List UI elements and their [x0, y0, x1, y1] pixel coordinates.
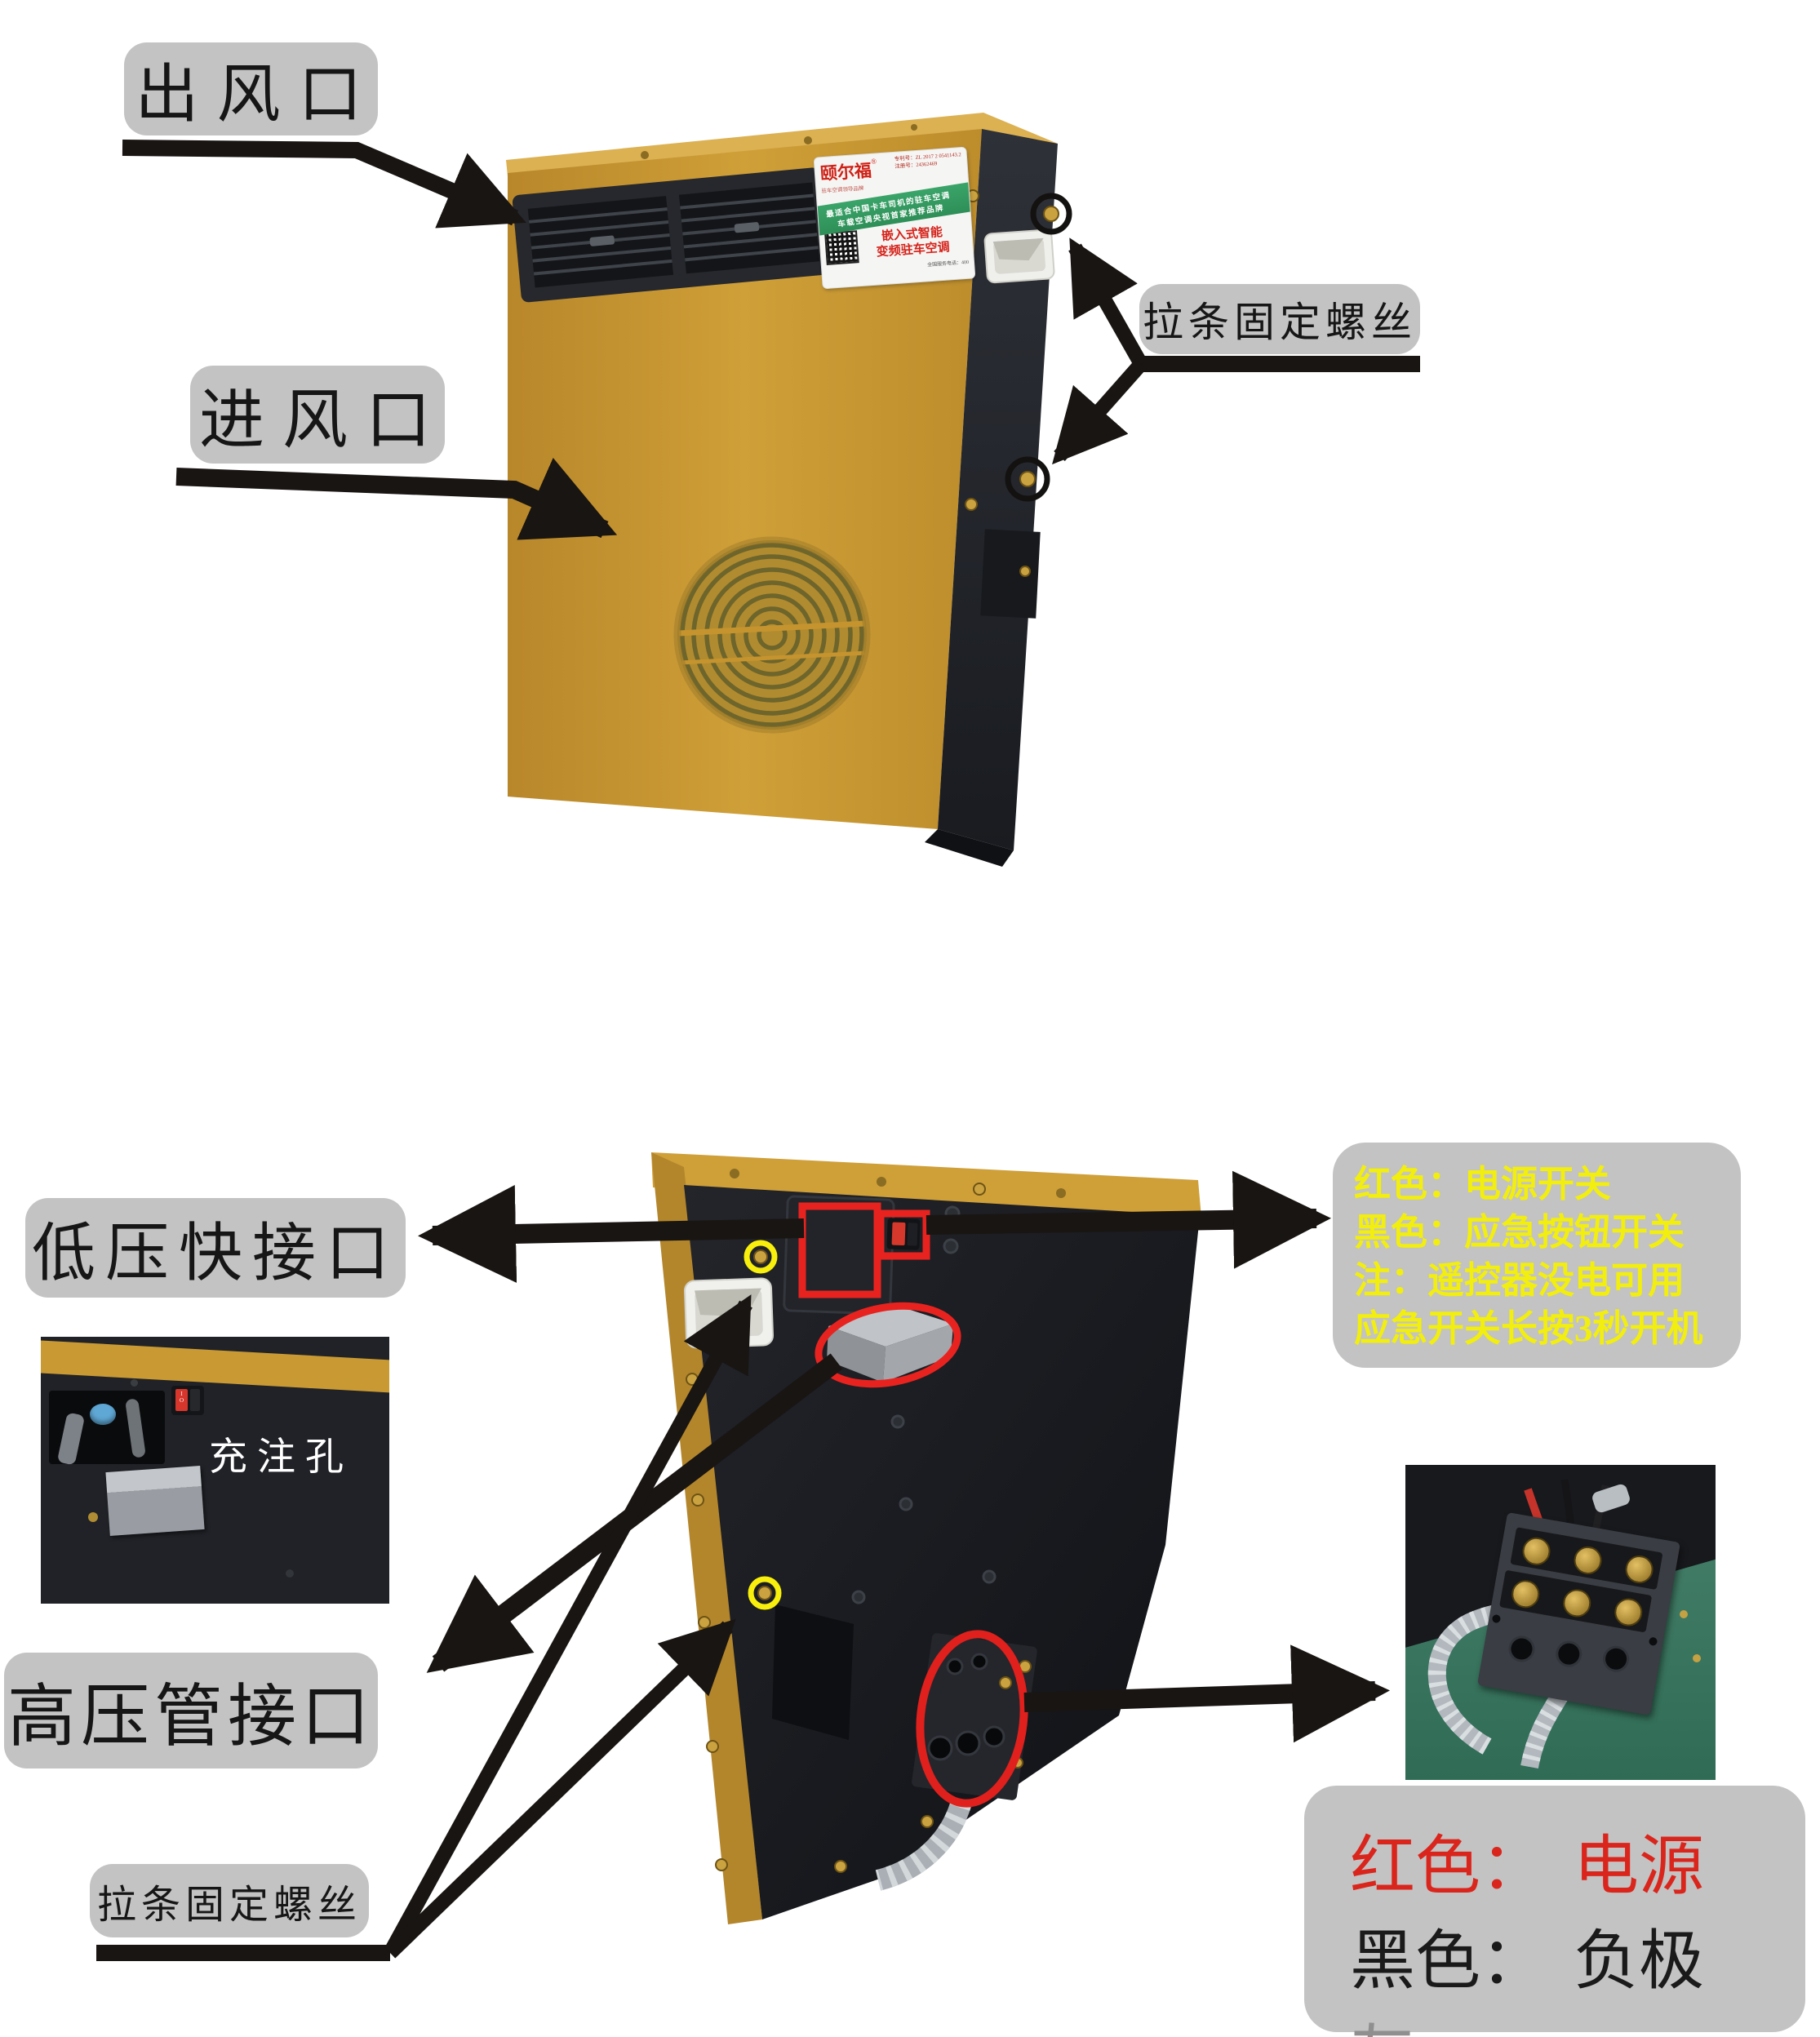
label-low-pressure-port: 低压快接口 — [25, 1198, 406, 1298]
legend-gray: 灰色： 外风机信号线 — [1350, 2003, 1760, 2037]
power-switch — [886, 1218, 921, 1250]
arrow-tie-screw-3 — [384, 1294, 752, 1957]
screw-dot — [88, 1512, 98, 1522]
bottom-unit-photo — [651, 1152, 1201, 1924]
arrow-tie-screw-4 — [384, 1618, 736, 1959]
label-high-pressure-port: 高压管接口 — [4, 1653, 378, 1769]
air-outlet-vents — [512, 167, 828, 303]
label-tie-rod-screws-top: 拉条固定螺丝 — [1139, 284, 1420, 354]
inset-metal-block — [105, 1466, 205, 1536]
brand-sticker: 颐尔福® 驻车空调领导品牌 专利号：ZL 2017 2 0541143.2 注册… — [813, 146, 976, 290]
note-line: 注：遥控器没电可用 — [1354, 1260, 1685, 1301]
red-circle-wires — [916, 1630, 1028, 1808]
screw-dot — [1680, 1610, 1688, 1618]
wire-terminal-inset-photo — [1405, 1465, 1716, 1780]
callout-arrows — [96, 140, 1420, 1961]
screw-dot — [131, 1379, 138, 1387]
legend-red: 红色： 电源 — [1350, 1831, 1704, 1903]
label-filling-hole: 充注孔 — [209, 1436, 353, 1479]
pipe — [56, 1412, 86, 1466]
arrow-air-outlet — [122, 140, 526, 229]
arrow-tie-screw-1 — [1068, 237, 1147, 368]
inset-gold-trim — [41, 1340, 389, 1394]
side-handle — [983, 229, 1055, 284]
terminal-plate — [1476, 1511, 1681, 1716]
pipe-cover-block — [827, 1306, 953, 1382]
screw-ring-bottom — [1005, 456, 1050, 502]
reg-mark: ® — [870, 157, 877, 166]
switch-note-box: 红色：电源开关 黑色：应急按钮开关 注：遥控器没电可用 应急开关长按3秒开机 — [1333, 1143, 1741, 1368]
arrow-switch-note — [926, 1170, 1331, 1269]
red-ellipse-cover — [815, 1302, 961, 1388]
arrow-wire-inset — [1023, 1644, 1390, 1743]
inset-rocker-switch: I O — [171, 1386, 204, 1415]
legend-black: 黑色： 负极 — [1350, 1926, 1704, 1998]
unit-side-panel — [938, 129, 1058, 850]
yellow-ring-bottom — [748, 1576, 782, 1610]
note-line: 黑色：应急按钮开关 — [1354, 1212, 1685, 1253]
top-unit-photo — [506, 113, 1072, 867]
qr-code — [824, 230, 859, 265]
arrow-air-inlet — [175, 457, 618, 540]
note-line: 应急开关长按3秒开机 — [1354, 1308, 1703, 1349]
arrow-tie-screw-2 — [1052, 359, 1147, 465]
note-line: 红色：电源开关 — [1354, 1164, 1612, 1205]
screw-dot — [286, 1569, 294, 1578]
brand-name: 颐尔福 — [819, 160, 872, 184]
screw-dot — [1693, 1654, 1701, 1662]
fan-grille — [673, 536, 871, 734]
blue-cap — [90, 1404, 116, 1425]
brand-tagline: 驻车空调领导品牌 — [821, 185, 864, 195]
arrow-low-pressure — [418, 1184, 805, 1283]
label-tie-rod-screws-bottom: 拉条固定螺丝 — [90, 1864, 369, 1937]
inset-cutout — [49, 1391, 165, 1466]
label-air-inlet: 进风口 — [190, 366, 445, 464]
label-air-outlet: 出风口 — [124, 42, 378, 135]
filling-hole-inset-photo: I O 充注孔 — [41, 1337, 389, 1604]
pipe — [125, 1398, 146, 1458]
yellow-ring-top — [744, 1240, 778, 1274]
wire-legend-box: 红色： 电源 黑色： 负极 灰色： 外风机信号线 — [1304, 1786, 1805, 2037]
red-box-switch — [877, 1209, 930, 1260]
screw-ring-top — [1030, 193, 1072, 235]
